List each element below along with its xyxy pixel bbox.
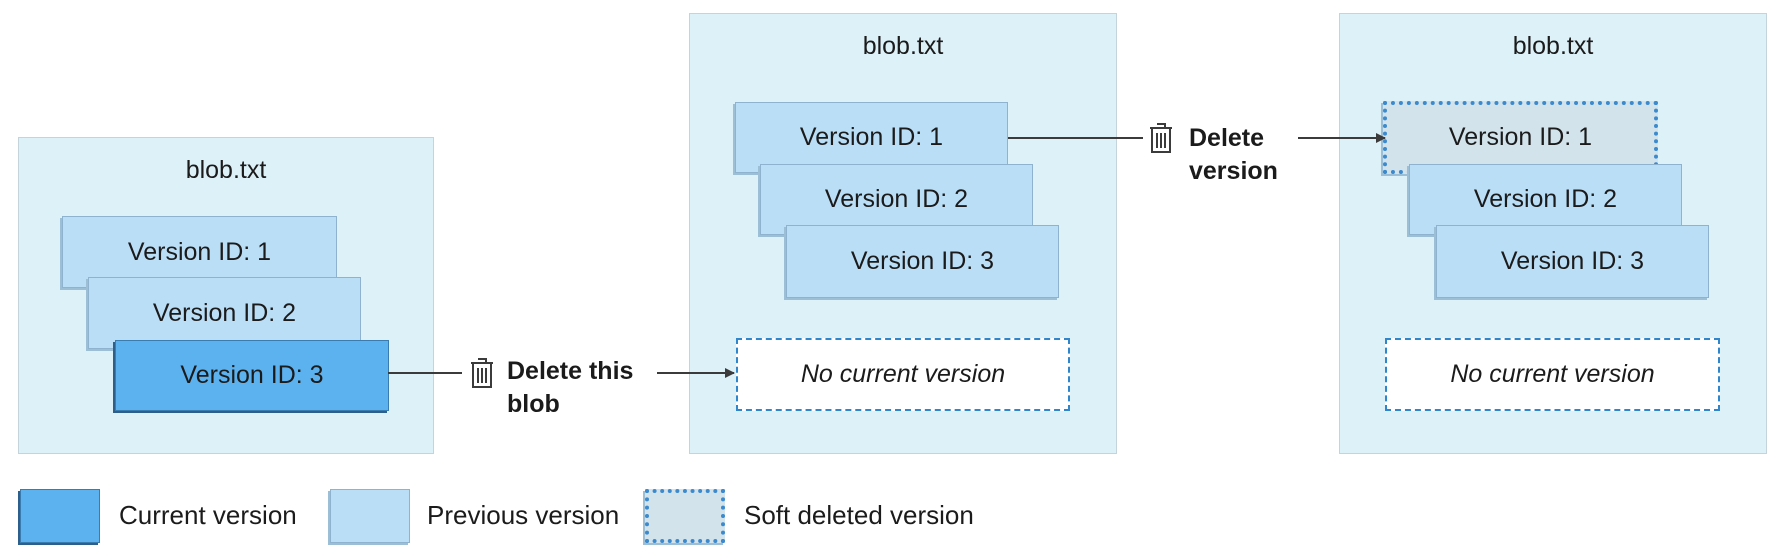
legend-label-previous: Previous version <box>427 500 620 530</box>
trash-icon <box>1148 122 1174 154</box>
panel-title: blob.txt <box>185 156 267 184</box>
delete-version-label-line1: Delete <box>1189 124 1265 152</box>
legend-label-soft-deleted: Soft deleted version <box>744 500 974 530</box>
legend-swatch-soft-deleted <box>645 489 725 543</box>
no-current-version-box: No current version <box>1385 338 1720 411</box>
delete-version-label: Delete version <box>1189 122 1278 188</box>
no-current-version-box: No current version <box>736 338 1070 411</box>
version-3-previous: Version ID: 3 <box>1436 225 1709 298</box>
trash-icon <box>469 357 495 389</box>
version-3-current: Version ID: 3 <box>115 340 389 411</box>
legend: Current version Previous version Soft de… <box>0 488 1784 544</box>
version-2-previous: Version ID: 2 <box>88 277 361 349</box>
legend-swatch-current <box>20 489 100 543</box>
legend-label-current: Current version <box>119 500 297 530</box>
blob-panel-after-delete: blob.txt Version ID: 1 Version ID: 2 Ver… <box>689 13 1117 454</box>
version-1-previous: Version ID: 1 <box>735 102 1008 173</box>
legend-swatch-previous <box>330 489 410 543</box>
version-3-previous: Version ID: 3 <box>786 225 1059 298</box>
delete-blob-label-line2: blob <box>507 390 560 418</box>
panel-title: blob.txt <box>1512 32 1594 60</box>
blob-panel-original: blob.txt Version ID: 1 Version ID: 2 Ver… <box>18 137 434 454</box>
panel-title: blob.txt <box>862 32 944 60</box>
delete-blob-label: Delete this blob <box>507 355 633 421</box>
delete-blob-label-line1: Delete this <box>507 357 634 385</box>
version-2-previous: Version ID: 2 <box>1409 164 1682 235</box>
version-2-previous: Version ID: 2 <box>760 164 1033 235</box>
delete-version-label-line2: version <box>1189 157 1278 185</box>
blob-panel-after-version-delete: blob.txt Version ID: 1 Version ID: 2 Ver… <box>1339 13 1767 454</box>
